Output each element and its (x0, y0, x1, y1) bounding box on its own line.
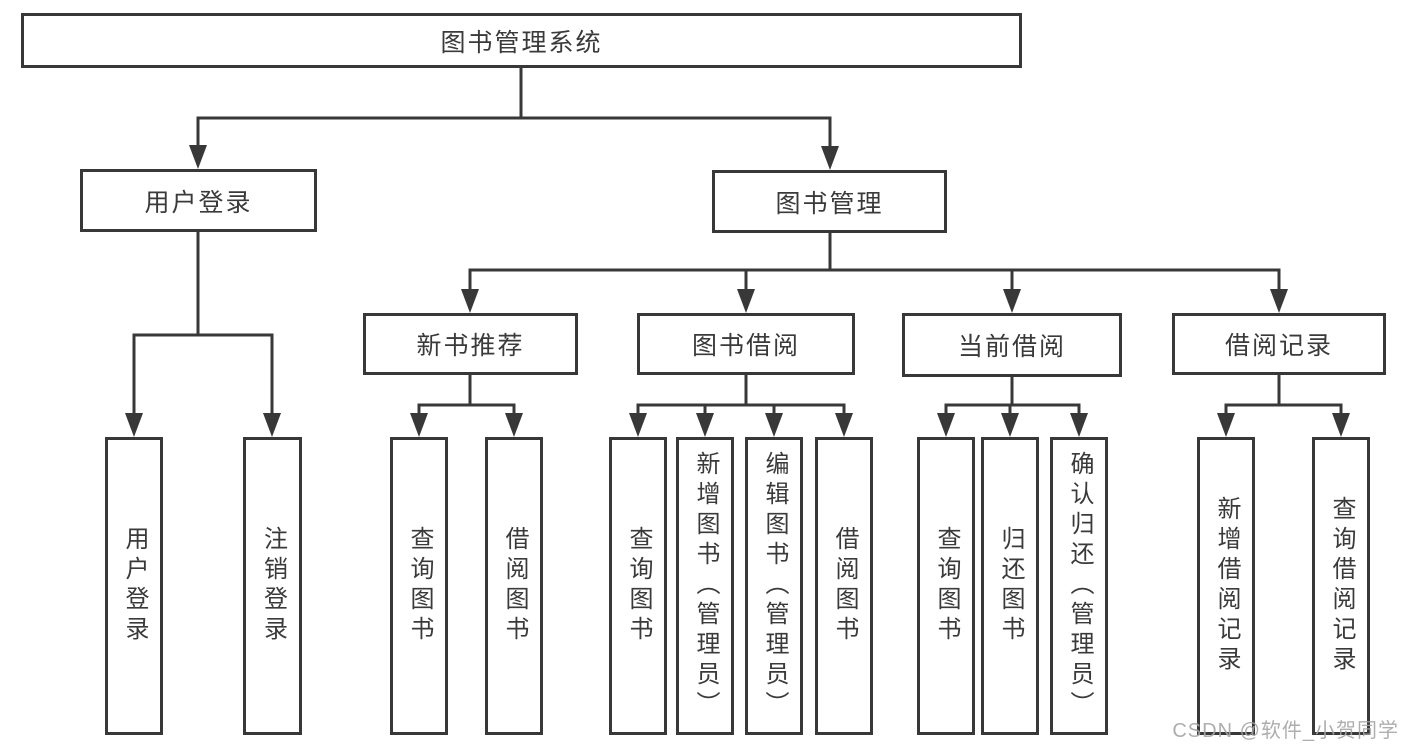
leaf-return-books-label: 归还图书 (997, 526, 1024, 646)
node-library-management-system: 图书管理系统 (21, 13, 1022, 68)
node-current-borrowing: 当前借阅 (902, 313, 1122, 377)
leaf-add-borrow-record-label: 新增借阅记录 (1213, 496, 1240, 676)
leaf-logout: 注销登录 (243, 437, 302, 735)
node-new-book-recommendation: 新书推荐 (363, 313, 578, 375)
node-book-borrowing: 图书借阅 (637, 313, 855, 375)
leaf-query-books: 查询图书 (609, 437, 667, 735)
leaf-confirm-return-admin: 确认归还（管理员） (1050, 437, 1108, 735)
leaf-user-login-label: 用户登录 (121, 526, 148, 646)
leaf-edit-book-admin: 编辑图书（管理员） (745, 437, 803, 735)
leaf-borrow-books-label: 借阅图书 (501, 526, 528, 646)
leaf-query-borrow-record: 查询借阅记录 (1312, 437, 1370, 735)
leaf-return-books: 归还图书 (981, 437, 1039, 735)
leaf-add-book-admin: 新增图书（管理员） (676, 437, 734, 735)
arrowheads (125, 145, 1350, 437)
leaf-query-borrow-record-label: 查询借阅记录 (1328, 496, 1355, 676)
watermark: CSDN @软件_小贺同学 (1172, 720, 1399, 742)
leaf-confirm-return-admin-label: 确认归还（管理员） (1066, 451, 1093, 721)
node-user-login: 用户登录 (80, 169, 317, 232)
leaf-add-borrow-record: 新增借阅记录 (1197, 437, 1255, 735)
leaf-user-login: 用户登录 (105, 437, 163, 735)
leaf-query-books: 查询图书 (917, 437, 975, 735)
leaf-query-books: 查询图书 (390, 437, 448, 735)
node-borrowing-records: 借阅记录 (1172, 313, 1386, 375)
leaf-query-books-label: 查询图书 (406, 526, 433, 646)
leaf-edit-book-admin-label: 编辑图书（管理员） (761, 451, 788, 721)
leaf-query-books-label: 查询图书 (933, 526, 960, 646)
leaf-add-book-admin-label: 新增图书（管理员） (692, 451, 719, 721)
leaf-logout-label: 注销登录 (259, 526, 287, 646)
leaf-query-books-label: 查询图书 (625, 526, 652, 646)
leaf-borrow-books: 借阅图书 (485, 437, 543, 735)
leaf-borrow-books: 借阅图书 (815, 437, 873, 735)
leaf-borrow-books-label: 借阅图书 (831, 526, 858, 646)
node-book-management: 图书管理 (712, 170, 947, 233)
